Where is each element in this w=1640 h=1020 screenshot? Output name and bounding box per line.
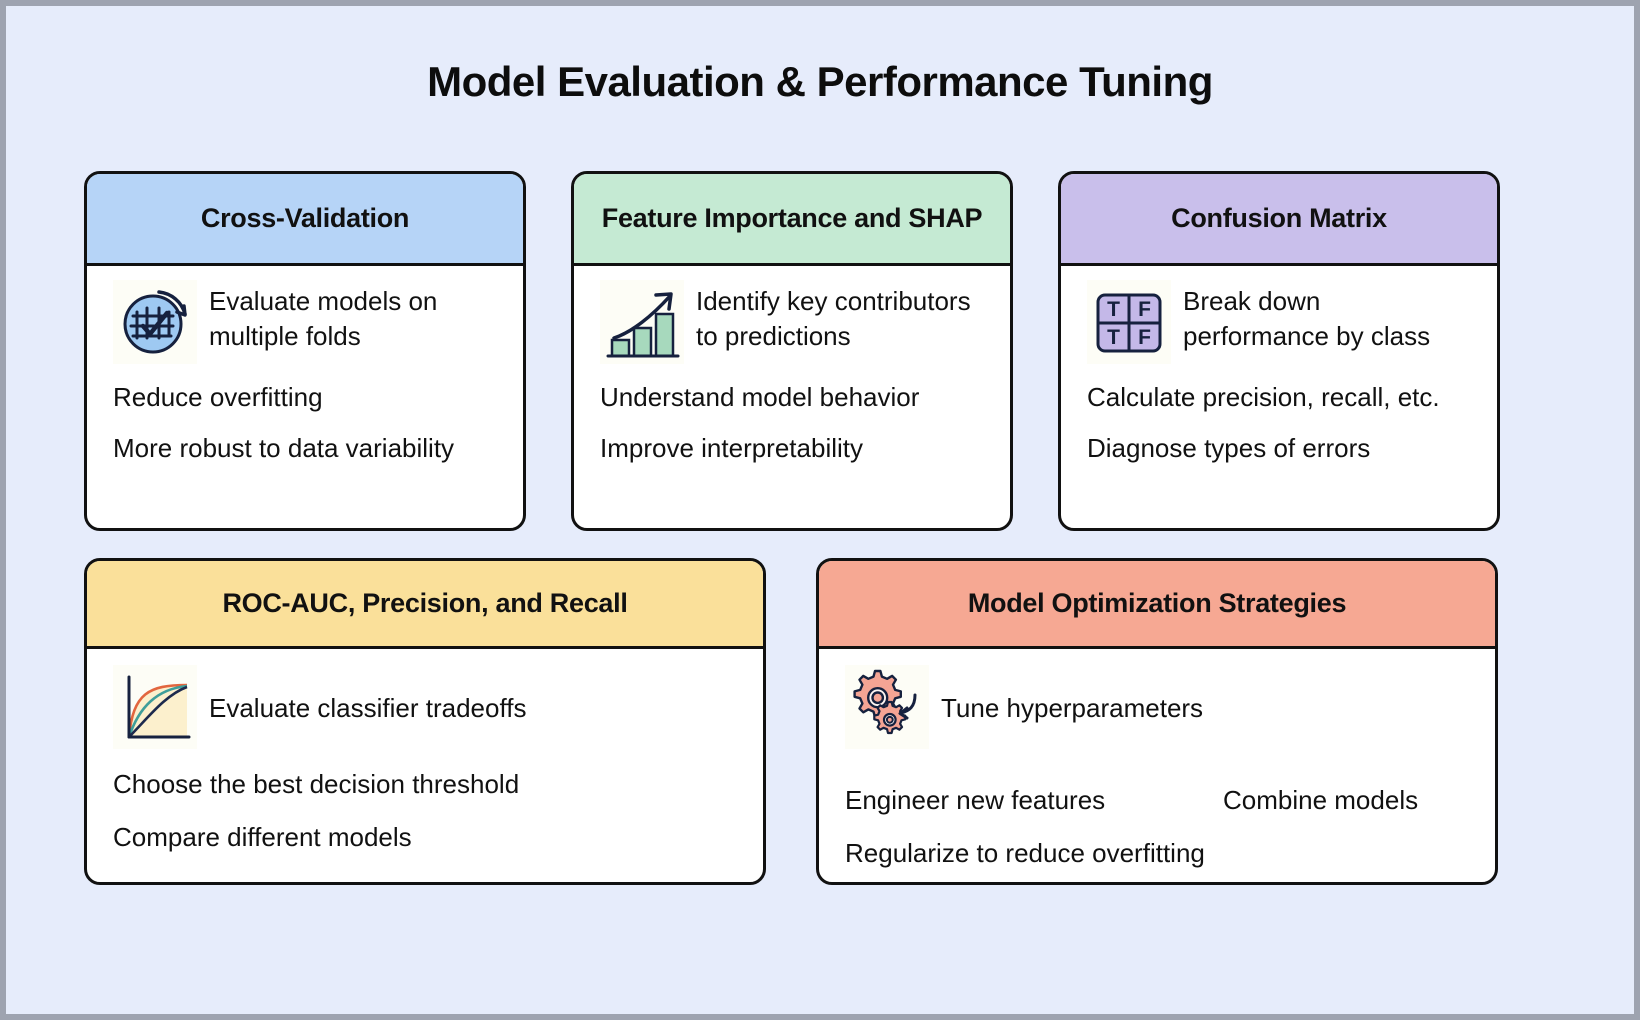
page-title: Model Evaluation & Performance Tuning	[427, 58, 1213, 105]
card-feature-importance[interactable]: Feature Importance and SHAP Id	[571, 171, 1013, 531]
card-headline: Tune hyperparameters	[941, 693, 1204, 723]
bullet-row: Engineer new features Combine models	[845, 765, 1469, 818]
card-bullet: Choose the best decision threshold	[113, 769, 520, 799]
card-optimization[interactable]: Model Optimization Strategies	[816, 558, 1498, 885]
matrix-cell-tn: F	[1138, 326, 1151, 349]
card-header-feature-importance: Feature Importance and SHAP	[574, 174, 1010, 266]
infographic-canvas: Model Evaluation & Performance Tuning Cr…	[6, 6, 1634, 1014]
matrix-cell-fp: F	[1138, 298, 1151, 321]
card-header-roc-auc: ROC-AUC, Precision, and Recall	[87, 561, 763, 649]
cross-validation-grid-check-icon	[113, 280, 197, 364]
card-body-roc-auc: Evaluate classifier tradeoffs Choose the…	[87, 649, 763, 864]
card-body-cross-validation: Evaluate models on multiple folds Reduce…	[87, 266, 523, 475]
card-bullet: Understand model behavior	[600, 382, 920, 412]
card-bullet: More robust to data variability	[113, 432, 455, 463]
roc-curve-icon	[113, 665, 197, 749]
card-confusion-matrix[interactable]: Confusion Matrix T F T F Break down perf…	[1058, 171, 1500, 531]
card-bullet: Combine models	[1223, 785, 1419, 815]
card-header-confusion-matrix: Confusion Matrix	[1061, 174, 1497, 266]
card-cross-validation[interactable]: Cross-Validation	[84, 171, 526, 531]
card-bullet: Improve interpretability	[600, 432, 863, 463]
card-bullet: Regularize to reduce overfitting	[845, 837, 1205, 868]
card-bullet: Reduce overfitting	[113, 382, 323, 412]
hero-row: Evaluate models on multiple folds	[113, 280, 497, 364]
card-headline: Identify key contributors to predictions	[696, 286, 971, 351]
hero-row: Evaluate classifier tradeoffs	[113, 665, 737, 749]
card-headline: Evaluate models on multiple folds	[209, 286, 438, 351]
card-body-feature-importance: Identify key contributors to predictions…	[574, 266, 1010, 475]
matrix-cell-tp: T	[1107, 298, 1120, 321]
card-body-confusion-matrix: T F T F Break down performance by class …	[1061, 266, 1497, 475]
matrix-cell-fn: T	[1107, 326, 1120, 349]
hero-row: T F T F Break down performance by class	[1087, 280, 1471, 364]
card-header-optimization: Model Optimization Strategies	[819, 561, 1495, 649]
hero-row: Identify key contributors to predictions	[600, 280, 984, 364]
card-headline: Evaluate classifier tradeoffs	[209, 693, 527, 723]
growth-bar-chart-icon	[600, 280, 684, 364]
card-bullet: Engineer new features	[845, 785, 1106, 815]
card-bullet: Calculate precision, recall, etc.	[1087, 382, 1440, 412]
card-bullet: Diagnose types of errors	[1087, 432, 1371, 463]
card-header-cross-validation: Cross-Validation	[87, 174, 523, 266]
card-roc-auc[interactable]: ROC-AUC, Precision, and Recall Evaluate …	[84, 558, 766, 885]
gears-tuning-icon	[845, 665, 929, 749]
card-bullet: Compare different models	[113, 821, 412, 852]
card-body-optimization: Tune hyperparameters Engineer new featur…	[819, 649, 1495, 880]
card-headline: Break down performance by class	[1183, 286, 1431, 351]
confusion-matrix-tf-grid-icon: T F T F	[1087, 280, 1171, 364]
hero-row: Tune hyperparameters	[845, 665, 1469, 749]
